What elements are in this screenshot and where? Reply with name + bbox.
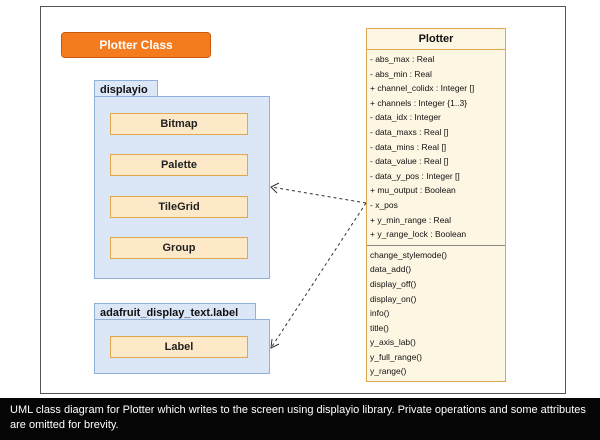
- operation-row: data_add(): [370, 264, 412, 275]
- attribute-row: + channels : Integer {1..3}: [370, 97, 468, 108]
- attribute-row: + y_range_lock : Boolean: [370, 229, 467, 240]
- operation-row: y_full_range(): [370, 351, 422, 362]
- class-tilegrid: TileGrid: [110, 196, 248, 218]
- attribute-row: + y_min_range : Real: [370, 214, 452, 225]
- arrowhead-displayio: [270, 182, 280, 194]
- attribute-row: + mu_output : Boolean: [370, 185, 456, 196]
- operation-row: title(): [370, 322, 389, 333]
- class-bitmap: Bitmap: [110, 113, 248, 135]
- operation-row: display_on(): [370, 293, 417, 304]
- plotter-class-name: Plotter: [367, 29, 505, 50]
- diagram-title: Plotter Class: [61, 32, 211, 58]
- plotter-attributes: - abs_max : Real - abs_min : Real + chan…: [367, 50, 505, 246]
- attribute-row: + channel_colidx : Integer []: [370, 83, 475, 94]
- class-plotter: Plotter - abs_max : Real - abs_min : Rea…: [366, 28, 506, 382]
- attribute-row: - abs_max : Real: [370, 54, 435, 64]
- attribute-row: - x_pos: [370, 199, 398, 210]
- attribute-row: - data_mins : Real []: [370, 141, 447, 152]
- class-palette: Palette: [110, 154, 248, 176]
- class-label: Label: [110, 336, 248, 358]
- attribute-row: - data_idx : Integer: [370, 112, 441, 123]
- attribute-row: - data_value : Real []: [370, 156, 449, 167]
- attribute-row: - abs_min : Real: [370, 68, 432, 79]
- class-group: Group: [110, 237, 248, 259]
- operation-row: change_stylemode(): [370, 249, 448, 260]
- operation-row: y_range(): [370, 366, 407, 377]
- figure-caption: UML class diagram for Plotter which writ…: [0, 398, 600, 440]
- plotter-operations: change_stylemode() data_add() display_of…: [367, 246, 505, 381]
- attribute-row: - data_maxs : Real []: [370, 126, 449, 137]
- operation-row: display_off(): [370, 278, 417, 289]
- dependency-arrow-label: [270, 202, 367, 349]
- operation-row: y_axis_lab(): [370, 337, 416, 348]
- attribute-row: - data_y_pos : Integer []: [370, 170, 460, 181]
- package-tab-adafruit-display-text-label: adafruit_display_text.label: [94, 303, 256, 320]
- arrowhead-label: [270, 338, 280, 349]
- dependency-arrow-displayio: [270, 186, 367, 204]
- operation-row: info(): [370, 308, 390, 319]
